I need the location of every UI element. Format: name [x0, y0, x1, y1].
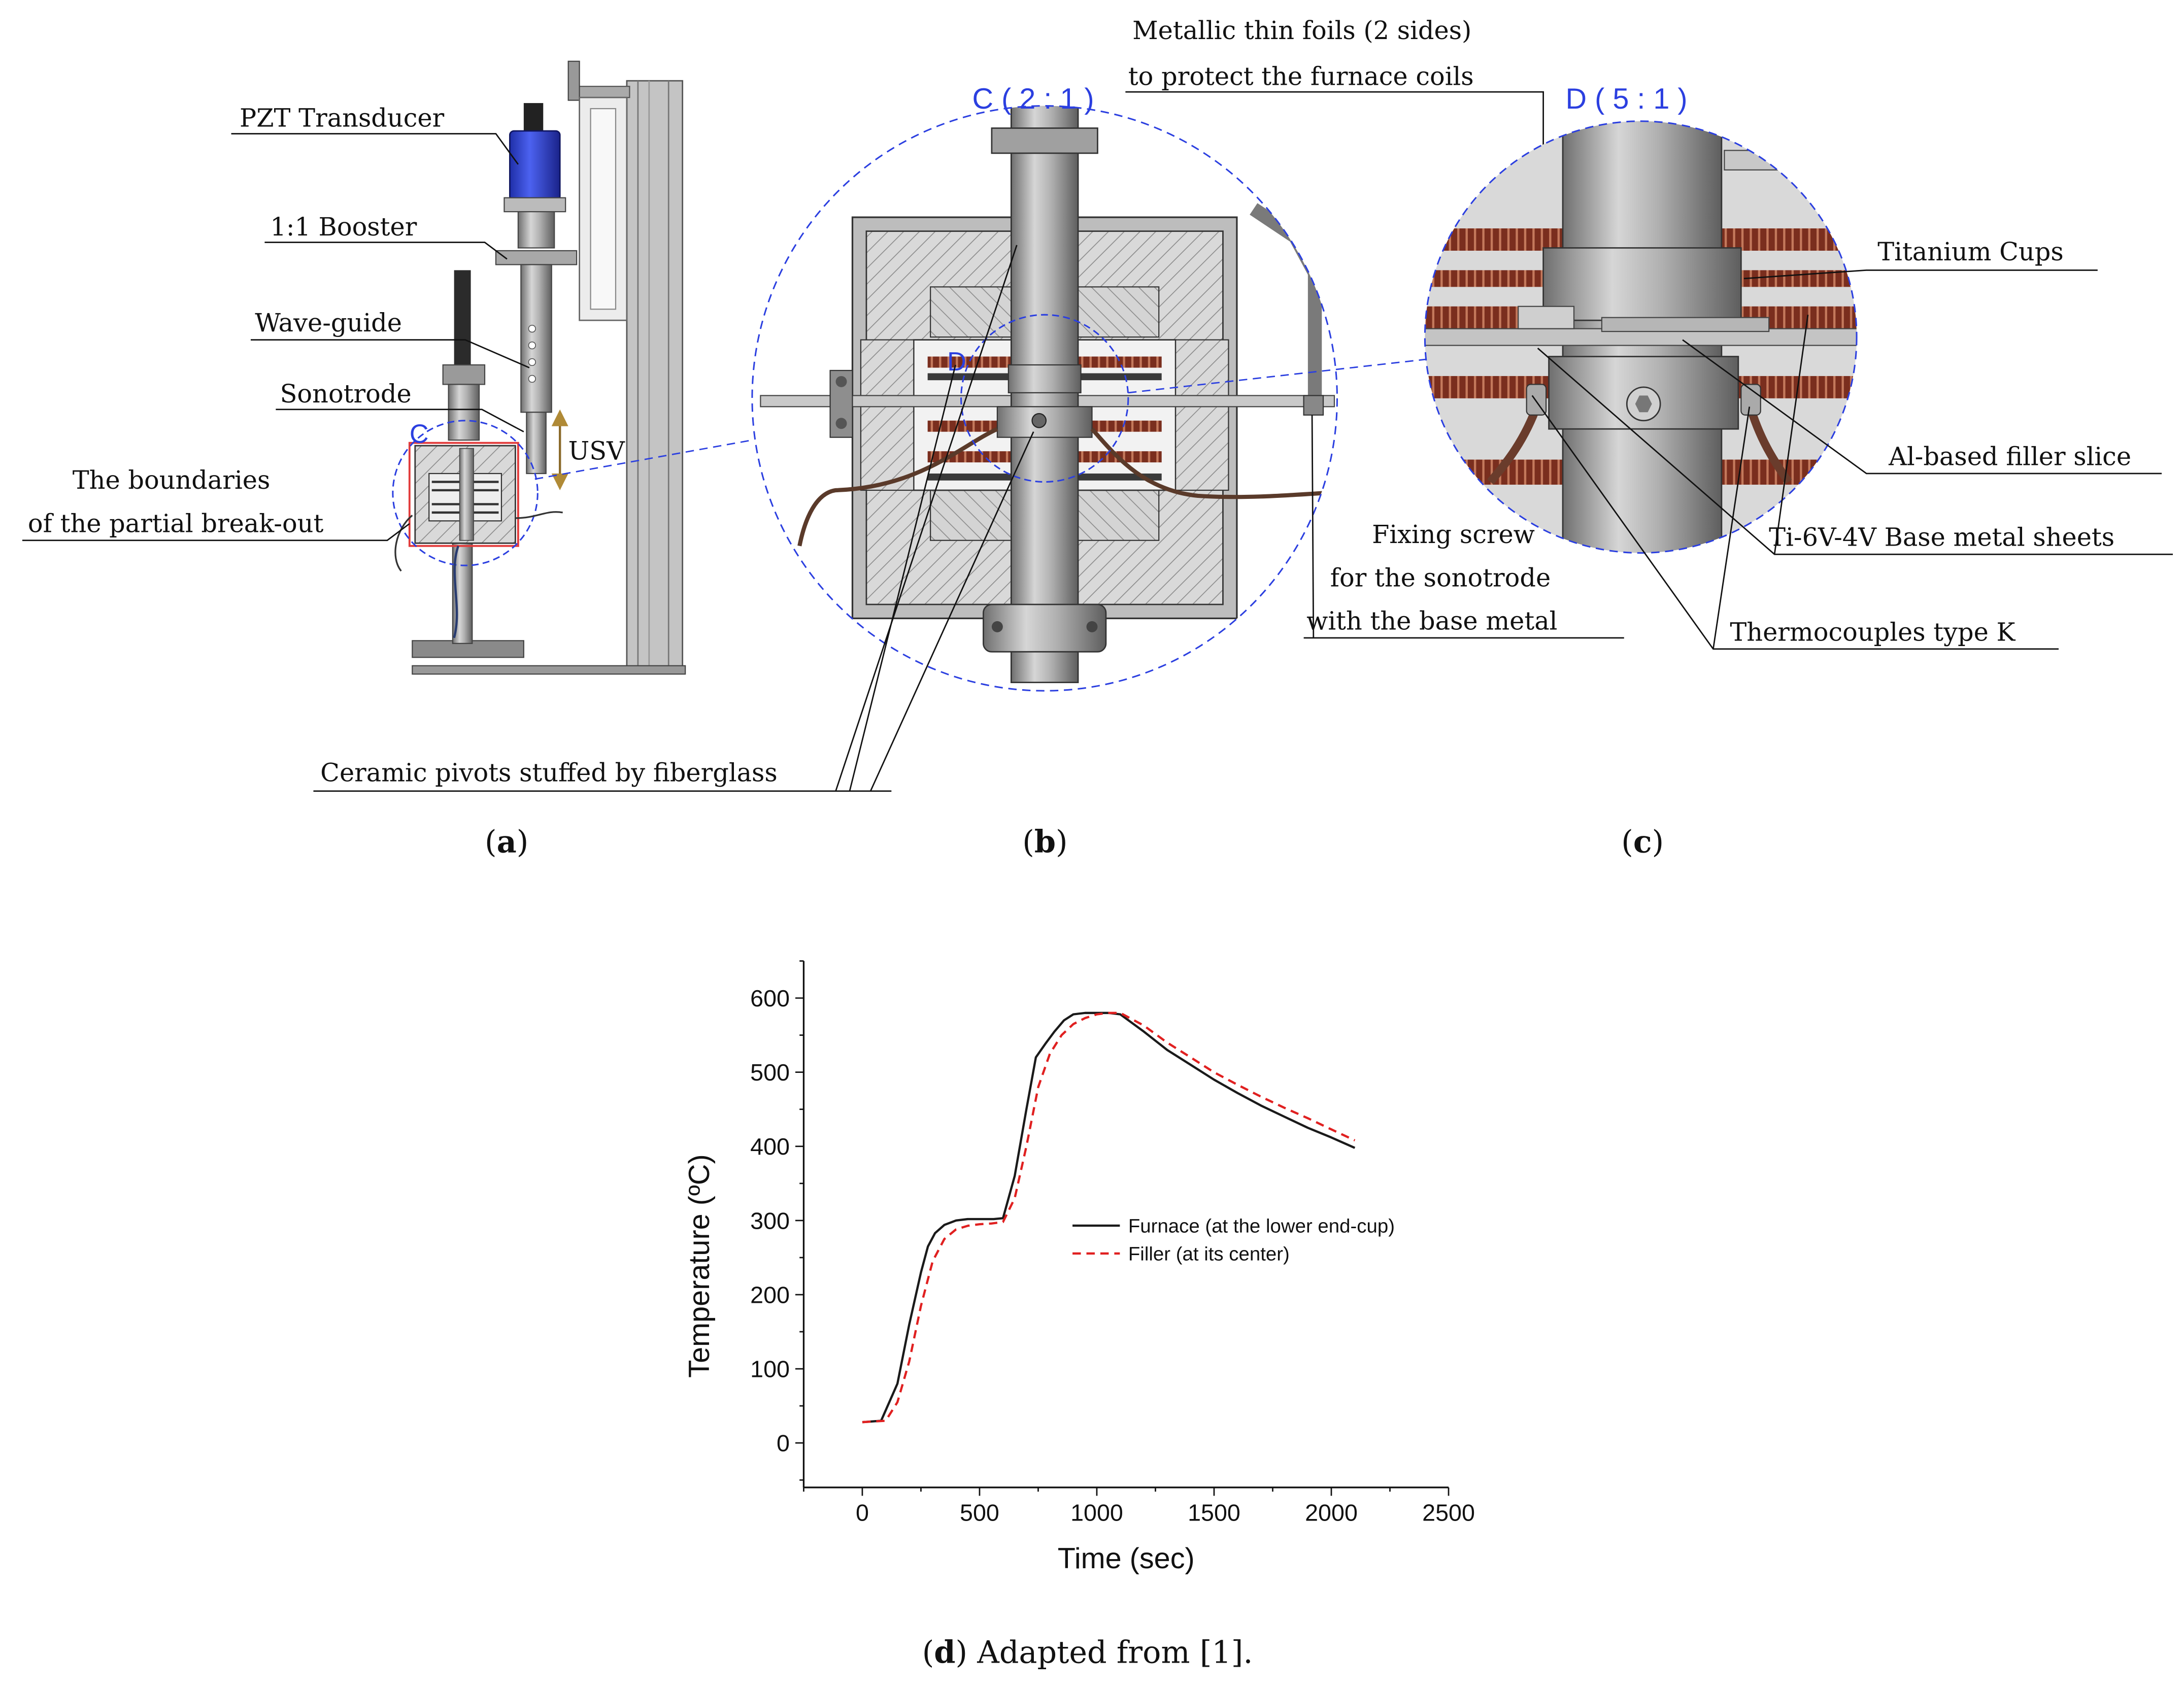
detail-circle-b-boundary [751, 105, 1338, 692]
label-foils-line2: to protect the furnace coils [1128, 61, 1474, 91]
label-usv: USV [568, 436, 625, 466]
panel-c: D ( 5 : 1 ) Titanium Cups Al-based fille… [1424, 83, 2173, 650]
y-tick-label: 0 [777, 1430, 790, 1457]
x-tick-label: 1500 [1188, 1500, 1240, 1526]
panel-a-leaders [22, 133, 530, 542]
label-pzt-transducer: PZT Transducer [240, 104, 445, 133]
wave-guide [520, 264, 552, 413]
caption-a-letter: a [497, 824, 517, 860]
detail-circle-c [392, 420, 539, 566]
legend-label: Filler (at its center) [1128, 1243, 1290, 1265]
y-tick-label: 500 [750, 1059, 790, 1086]
label-filler-slice: Al-based filler slice [1888, 442, 2131, 471]
pzt-transducer [509, 130, 561, 201]
label-thermocouples: Thermocouples type K [1730, 617, 2015, 647]
usv-arrow [551, 409, 568, 490]
y-tick-label: 100 [750, 1356, 790, 1382]
x-axis-label: Time (sec) [1058, 1542, 1195, 1575]
label-screw-line1: Fixing screw [1372, 520, 1535, 549]
panel-b-drawing [760, 106, 1335, 684]
caption-c: (c) [1621, 824, 1664, 860]
label-screw-line2: for the sonotrode [1330, 563, 1551, 592]
x-tick-label: 1000 [1070, 1500, 1123, 1526]
support-frame [412, 60, 686, 675]
filler-slice [1601, 317, 1770, 332]
transducer-cable [523, 103, 544, 131]
marker-c: C [410, 420, 429, 449]
y-tick-label: 400 [750, 1133, 790, 1160]
break-out-boundary [408, 442, 519, 547]
caption-b: (b) [1022, 824, 1067, 860]
detail-circle-c-boundary [1424, 120, 1858, 554]
threaded-rod [454, 270, 471, 368]
caption-d: (d) Adapted from [1]. [922, 1635, 1253, 1671]
label-base-metal: Ti-6V-4V Base metal sheets [1769, 523, 2114, 552]
x-tick-label: 2500 [1422, 1500, 1475, 1526]
connector-d-to-c [1128, 358, 1427, 394]
y-axis-label: Temperature (ºC) [683, 1154, 716, 1377]
panel-a: PZT Transducer 1:1 Booster Wave-guide So… [22, 60, 686, 675]
caption-d-letter: d [934, 1635, 955, 1671]
label-booster: 1:1 Booster [270, 212, 417, 242]
label-sonotrode: Sonotrode [280, 379, 412, 409]
booster [495, 250, 578, 265]
y-tick-label: 300 [750, 1207, 790, 1234]
panel-captions: (a) (b) (c) (d) Adapted from [1]. [485, 824, 1664, 1670]
series-line-filler [862, 1011, 1356, 1424]
y-tick-label: 600 [750, 985, 790, 1011]
caption-d-text: Adapted from [1]. [967, 1635, 1253, 1671]
caption-a: (a) [485, 824, 528, 860]
y-tick-label: 200 [750, 1281, 790, 1308]
panel-b-leaders [313, 91, 1624, 792]
marker-d: D [947, 347, 966, 377]
label-screw-line3: with the base metal [1306, 606, 1557, 635]
detail-circle-d [960, 314, 1129, 483]
panel-c-title: D ( 5 : 1 ) [1566, 83, 1688, 115]
label-boundaries-line1: The boundaries [73, 465, 271, 495]
series-line-furnace [862, 1011, 1356, 1424]
label-foils-line1: Metallic thin foils (2 sides) [1132, 16, 1471, 45]
panel-c-leaders [1531, 269, 2173, 650]
titanium-cup-upper [1542, 247, 1742, 321]
sonotrode [526, 412, 547, 475]
x-tick-label: 500 [960, 1500, 999, 1526]
panel-c-drawing [1425, 121, 1857, 553]
connector-c-to-b [534, 439, 753, 480]
panel-b: D C ( 2 : 1 ) Metallic thin foils (2 sid… [313, 16, 1624, 792]
label-ceramic-pivots: Ceramic pivots stuffed by fiberglass [320, 758, 778, 788]
caption-b-letter: b [1034, 824, 1056, 860]
label-boundaries-line2: of the partial break-out [28, 509, 324, 538]
panel-b-title: C ( 2 : 1 ) [972, 83, 1094, 115]
sonotrode-rod [1010, 106, 1079, 684]
label-wave-guide: Wave-guide [255, 308, 402, 337]
x-tick-label: 2000 [1305, 1500, 1358, 1526]
legend-label: Furnace (at the lower end-cup) [1128, 1216, 1395, 1237]
label-titanium-cups: Titanium Cups [1877, 237, 2063, 266]
caption-c-letter: c [1633, 824, 1652, 860]
x-tick-label: 0 [856, 1500, 869, 1526]
